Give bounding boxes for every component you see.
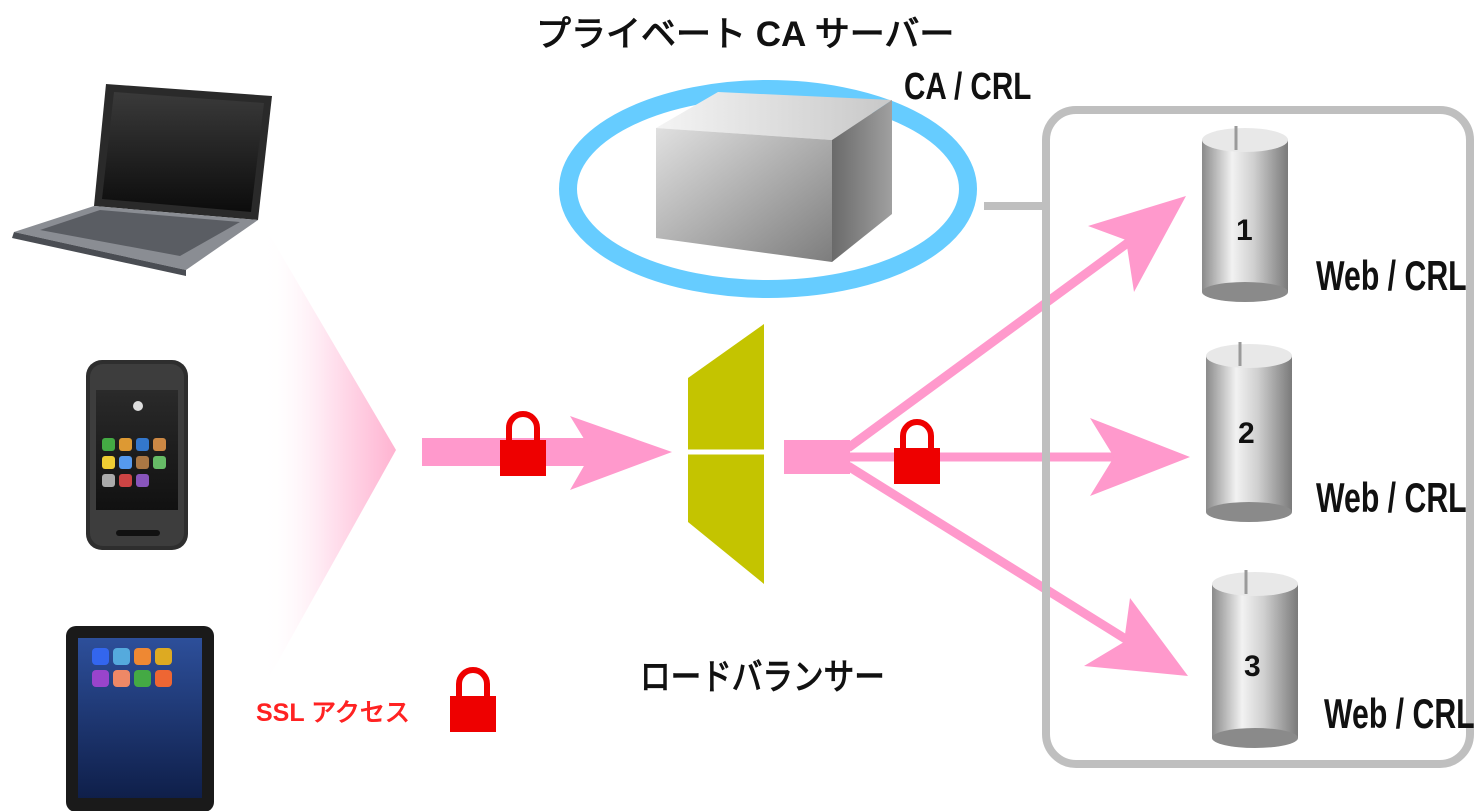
lock-icon [500, 414, 546, 476]
lock-icon [450, 670, 496, 732]
database-cylinder-icon [1206, 342, 1292, 522]
ssl-arrow-to-lb [422, 416, 672, 490]
ca-server-icon [559, 80, 977, 298]
web-server-label-1: Web / CRL [1316, 252, 1467, 299]
lock-icon [894, 422, 940, 484]
server-number-1: 1 [1236, 214, 1253, 247]
load-balancer-label: ロードバランサー [640, 656, 885, 697]
server-number-2: 2 [1238, 417, 1255, 450]
ssl-fan-shape [262, 222, 396, 690]
ssl-arrows-to-servers [784, 196, 1190, 676]
load-balancer-icon [688, 324, 764, 584]
server-cube-icon [656, 92, 892, 140]
database-cylinder-icon [1202, 126, 1288, 302]
ca-server-title: プライベート CA サーバー [536, 15, 955, 54]
smartphone-icon [86, 360, 188, 550]
ca-server-role: CA / CRL [904, 66, 1032, 108]
database-cylinder-icon [1212, 570, 1298, 748]
laptop-icon [12, 84, 272, 276]
web-server-label-3: Web / CRL [1324, 690, 1474, 737]
web-server-group [1042, 106, 1474, 768]
server-number-3: 3 [1244, 650, 1261, 683]
ssl-access-label: SSL アクセス [256, 699, 410, 727]
web-server-label-2: Web / CRL [1316, 474, 1467, 521]
tablet-icon [66, 626, 214, 811]
